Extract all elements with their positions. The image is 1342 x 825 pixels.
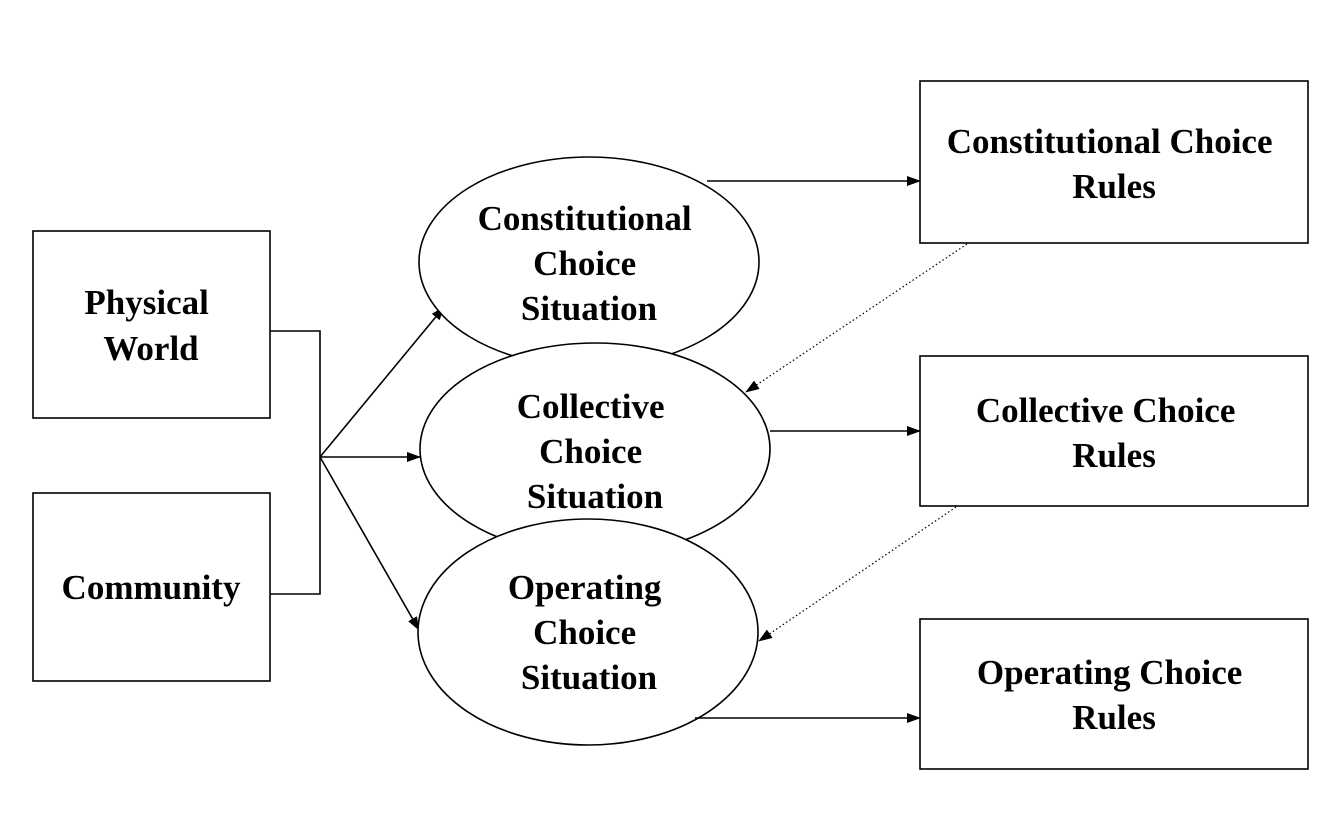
collective-situation-line-1: Collective <box>517 387 665 426</box>
physical-world-label-line-2: World <box>103 329 199 368</box>
constitutional-rules-label: Constitutional Choice Rules <box>947 122 1281 206</box>
operating-situation-line-1: Operating <box>508 568 662 607</box>
inputs-bracket-connector <box>270 330 321 595</box>
collective-rules-line-1: Collective Choice <box>976 391 1236 430</box>
collective-situation-line-2: Choice <box>539 432 642 471</box>
collective-rules-line-2: Rules <box>1072 436 1156 475</box>
arrow-to-operating-situation <box>319 456 420 631</box>
community-label: Community <box>62 568 241 607</box>
community-box: Community <box>32 492 271 682</box>
constitutional-situation-line-2: Choice <box>533 244 636 283</box>
constitutional-situation-label: Constitutional Choice Situation <box>478 199 701 328</box>
operating-situation-line-3: Situation <box>521 658 657 697</box>
constitutional-rules-line-2: Rules <box>1072 167 1156 206</box>
physical-world-box: Physical World <box>32 230 271 419</box>
community-label-line-1: Community <box>62 568 241 607</box>
operating-rules-label: Operating Choice Rules <box>977 653 1251 737</box>
physical-world-label: Physical World <box>84 283 217 368</box>
physical-world-label-line-1: Physical <box>84 283 209 322</box>
constitutional-rules-box: Constitutional Choice Rules <box>919 80 1309 244</box>
arrow-to-constitutional-situation <box>319 306 445 458</box>
collective-rules-label: Collective Choice Rules <box>976 391 1244 475</box>
operating-situation-ellipse <box>417 518 759 746</box>
operating-rules-box: Operating Choice Rules <box>919 618 1309 770</box>
constitutional-situation-line-3: Situation <box>521 289 657 328</box>
collective-situation-line-3: Situation <box>527 477 663 516</box>
collective-rules-box: Collective Choice Rules <box>919 355 1309 507</box>
operating-rules-line-2: Rules <box>1072 698 1156 737</box>
constitutional-rules-line-1: Constitutional Choice <box>947 122 1273 161</box>
constitutional-situation-line-1: Constitutional <box>478 199 692 238</box>
operating-situation-label: Operating Choice Situation <box>508 568 670 697</box>
operating-rules-line-1: Operating Choice <box>977 653 1242 692</box>
feedback-arrow-constitutional-rules-to-collective-situation <box>745 243 968 393</box>
collective-situation-label: Collective Choice Situation <box>517 387 673 516</box>
operating-situation-line-2: Choice <box>533 613 636 652</box>
